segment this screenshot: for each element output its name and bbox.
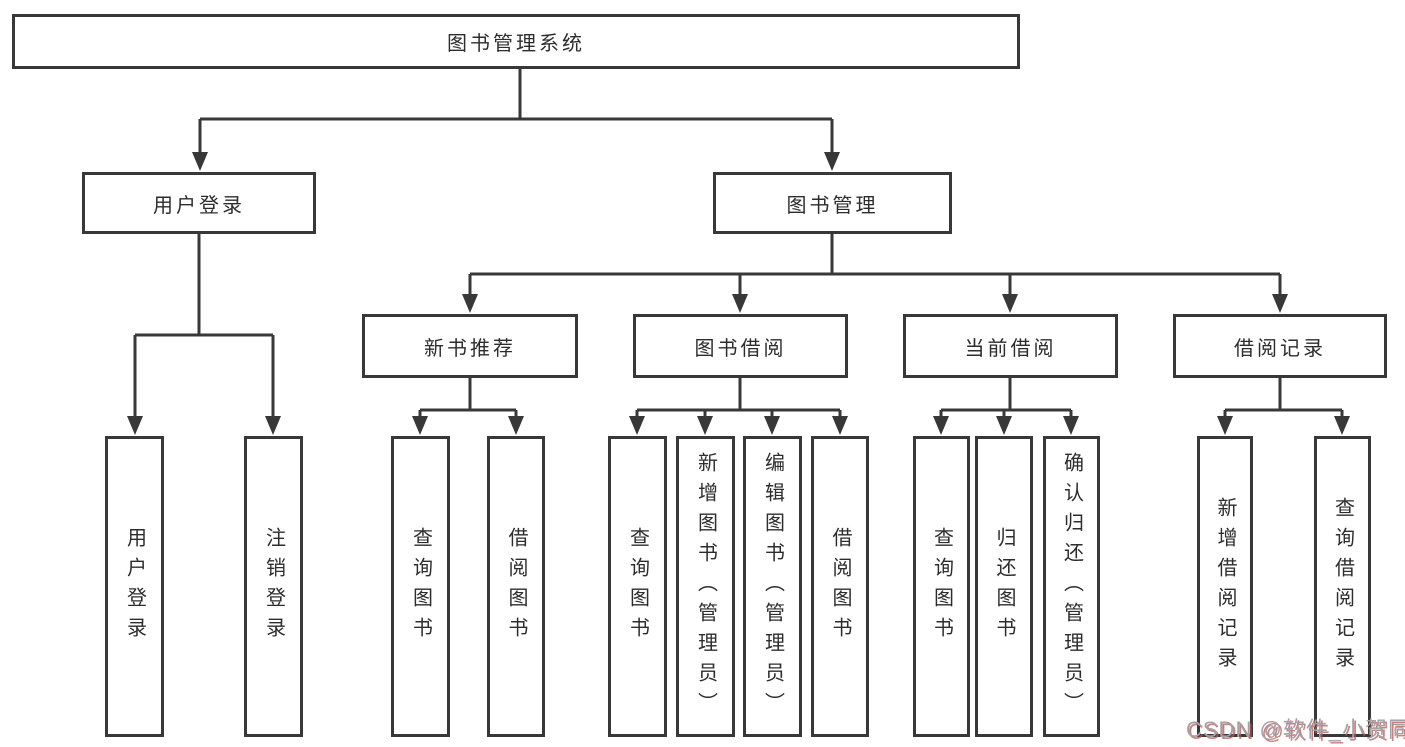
arrowheads: [127, 152, 1350, 435]
leaf-current-query-books: 查询图书: [913, 436, 970, 737]
node-book-borrowing: 图书借阅: [633, 314, 848, 378]
leaf-recommend-borrow-books-label: 借阅图书: [505, 526, 527, 647]
leaf-current-return-books-label: 归还图书: [993, 526, 1015, 647]
node-borrowing-records-label: 借阅记录: [1234, 337, 1326, 360]
leaf-logout: 注销登录: [244, 436, 303, 737]
leaf-borrowing-borrow-books: 借阅图书: [811, 436, 869, 737]
leaf-borrowing-add-books-admin-label: 新增图书（管理员）: [694, 451, 717, 722]
leaf-current-return-books: 归还图书: [975, 436, 1033, 737]
leaf-user-login-label: 用户登录: [123, 526, 146, 647]
leaf-borrowing-query-books: 查询图书: [608, 436, 667, 737]
leaf-records-add-record: 新增借阅记录: [1197, 436, 1253, 737]
node-new-book-recommendation: 新书推荐: [362, 314, 578, 378]
leaf-borrowing-edit-books-admin-label: 编辑图书（管理员）: [761, 451, 784, 722]
node-book-borrowing-label: 图书借阅: [694, 337, 787, 360]
node-root-system: 图书管理系统: [12, 14, 1020, 69]
leaf-records-query-record-label: 查询借阅记录: [1331, 496, 1354, 677]
leaf-user-login: 用户登录: [105, 436, 164, 737]
leaf-borrowing-edit-books-admin: 编辑图书（管理员）: [743, 436, 802, 737]
leaf-records-query-record: 查询借阅记录: [1314, 436, 1371, 737]
node-borrowing-records: 借阅记录: [1173, 314, 1387, 378]
leaf-recommend-query-books-label: 查询图书: [409, 526, 432, 647]
leaf-current-confirm-return-admin-label: 确认归还（管理员）: [1060, 451, 1083, 722]
leaf-borrowing-borrow-books-label: 借阅图书: [829, 526, 851, 647]
leaf-recommend-query-books: 查询图书: [391, 436, 450, 737]
node-book-management: 图书管理: [713, 172, 952, 234]
node-current-borrowing: 当前借阅: [903, 314, 1118, 378]
node-book-management-label: 图书管理: [786, 194, 879, 217]
node-current-borrowing-label: 当前借阅: [964, 337, 1057, 360]
node-user-login-label: 用户登录: [153, 194, 245, 217]
leaf-current-query-books-label: 查询图书: [930, 526, 953, 647]
leaf-logout-label: 注销登录: [262, 526, 285, 647]
csdn-watermark: CSDN @软件_小贺同学: [1186, 717, 1405, 742]
leaf-current-confirm-return-admin: 确认归还（管理员）: [1043, 436, 1100, 737]
node-user-login: 用户登录: [82, 172, 316, 234]
leaf-borrowing-query-books-label: 查询图书: [626, 526, 649, 647]
node-new-book-recommendation-label: 新书推荐: [424, 337, 516, 360]
leaf-borrowing-add-books-admin: 新增图书（管理员）: [676, 436, 735, 737]
node-root-system-label: 图书管理系统: [447, 33, 585, 55]
leaf-records-add-record-label: 新增借阅记录: [1214, 496, 1236, 677]
leaf-recommend-borrow-books: 借阅图书: [487, 436, 545, 737]
